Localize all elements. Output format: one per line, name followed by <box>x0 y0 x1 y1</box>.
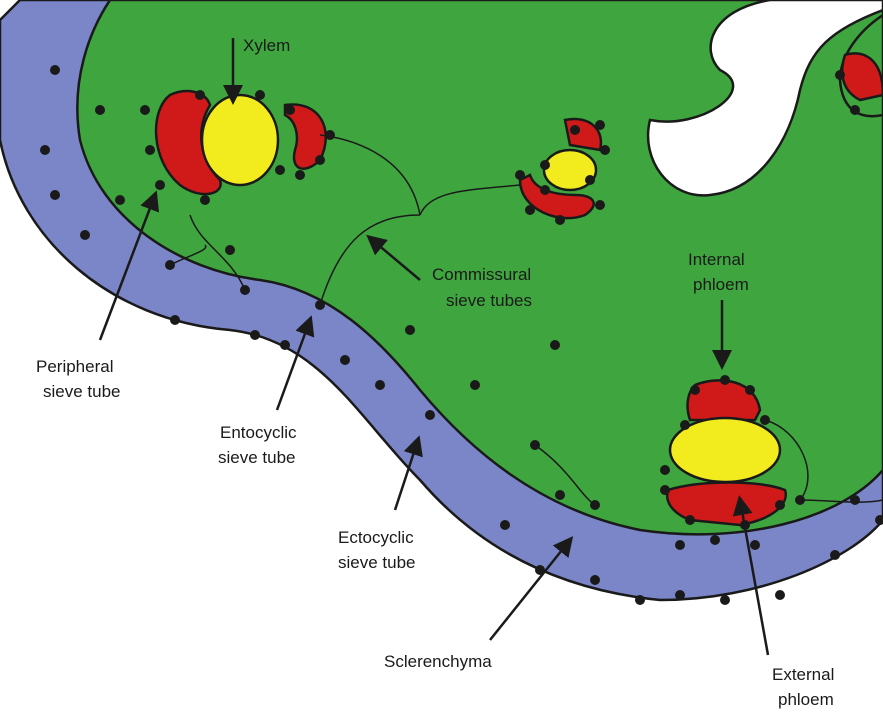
ectocyclic-label-line1: Ectocyclic <box>338 528 414 547</box>
sieve-tube-dot <box>240 285 250 295</box>
sieve-tube-dot <box>590 575 600 585</box>
sieve-tube-dot <box>50 65 60 75</box>
peripheral-label-line2: sieve tube <box>43 382 121 401</box>
sieve-tube-dot <box>550 340 560 350</box>
sclerenchyma-label: Sclerenchyma <box>384 652 492 671</box>
sieve-tube-dot <box>500 520 510 530</box>
sieve-tube-dot <box>660 485 670 495</box>
sieve-tube-dot <box>145 145 155 155</box>
sieve-tube-dot <box>200 195 210 205</box>
sieve-tube-dot <box>165 260 175 270</box>
sieve-tube-dot <box>340 355 350 365</box>
sieve-tube-dot <box>280 340 290 350</box>
entocyclic-label-line2: sieve tube <box>218 448 296 467</box>
sieve-tube-dot <box>685 515 695 525</box>
external-phloem-label-line2: phloem <box>778 690 834 709</box>
sieve-tube-dot <box>795 495 805 505</box>
sieve-tube-dot <box>585 175 595 185</box>
sieve-tube-dot <box>315 155 325 165</box>
sieve-tube-dot <box>775 590 785 600</box>
sieve-tube-dot <box>775 500 785 510</box>
commissural-label-line2: sieve tubes <box>446 291 532 310</box>
sieve-tube-dot <box>600 145 610 155</box>
sieve-tube-dot <box>405 325 415 335</box>
sieve-tube-dot <box>95 105 105 115</box>
sieve-tube-dot <box>680 420 690 430</box>
sieve-tube-dot <box>675 590 685 600</box>
sieve-tube-dot <box>760 415 770 425</box>
sieve-tube-dot <box>470 380 480 390</box>
sieve-tube-dot <box>80 230 90 240</box>
sieve-tube-dot <box>675 540 685 550</box>
sieve-tube-dot <box>275 165 285 175</box>
sieve-tube-dot <box>225 245 235 255</box>
sieve-tube-dot <box>745 385 755 395</box>
sieve-tube-dot <box>115 195 125 205</box>
sieve-tube-dot <box>635 595 645 605</box>
sieve-tube-dot <box>295 170 305 180</box>
sieve-tube-dot <box>850 495 860 505</box>
sieve-tube-dot <box>315 300 325 310</box>
sieve-tube-dot <box>595 200 605 210</box>
sieve-tube-dot <box>710 535 720 545</box>
sieve-tube-dot <box>325 130 335 140</box>
sieve-tube-dot <box>530 440 540 450</box>
sieve-tube-dot <box>515 170 525 180</box>
ectocyclic-label-line2: sieve tube <box>338 553 416 572</box>
sieve-tube-dot <box>835 70 845 80</box>
sieve-tube-dot <box>750 540 760 550</box>
sieve-tube-dot <box>195 90 205 100</box>
sieve-tube-dot <box>830 550 840 560</box>
entocyclic-label-line1: Entocyclic <box>220 423 297 442</box>
sieve-tube-dot <box>255 90 265 100</box>
sieve-tube-dot <box>40 145 50 155</box>
sieve-tube-dot <box>375 380 385 390</box>
peripheral-label-line1: Peripheral <box>36 357 114 376</box>
sieve-tube-dot <box>555 490 565 500</box>
internal-phloem-label-line1: Internal <box>688 250 745 269</box>
sieve-tube-dot <box>425 410 435 420</box>
sieve-tube-dot <box>250 330 260 340</box>
internal-phloem-label-line2: phloem <box>693 275 749 294</box>
sieve-tube-dot <box>850 105 860 115</box>
sieve-tube-dot <box>540 185 550 195</box>
sieve-tube-dot <box>50 190 60 200</box>
sieve-tube-dot <box>690 385 700 395</box>
sieve-tube-dot <box>595 120 605 130</box>
xylem-label: Xylem <box>243 36 290 55</box>
sieve-tube-dot <box>140 105 150 115</box>
sieve-tube-dot <box>525 205 535 215</box>
commissural-label-line1: Commissural <box>432 265 531 284</box>
sieve-tube-dot <box>540 160 550 170</box>
sieve-tube-dot <box>555 215 565 225</box>
external-phloem-label-line1: External <box>772 665 834 684</box>
sieve-tube-dot <box>720 375 730 385</box>
sieve-tube-dot <box>590 500 600 510</box>
sieve-tube-dot <box>285 105 295 115</box>
xylem-cell <box>202 95 278 185</box>
sieve-tube-dot <box>660 465 670 475</box>
sieve-tube-dot <box>155 180 165 190</box>
sieve-tube-dot <box>720 595 730 605</box>
sieve-tube-dot <box>170 315 180 325</box>
sieve-tube-dot <box>570 125 580 135</box>
